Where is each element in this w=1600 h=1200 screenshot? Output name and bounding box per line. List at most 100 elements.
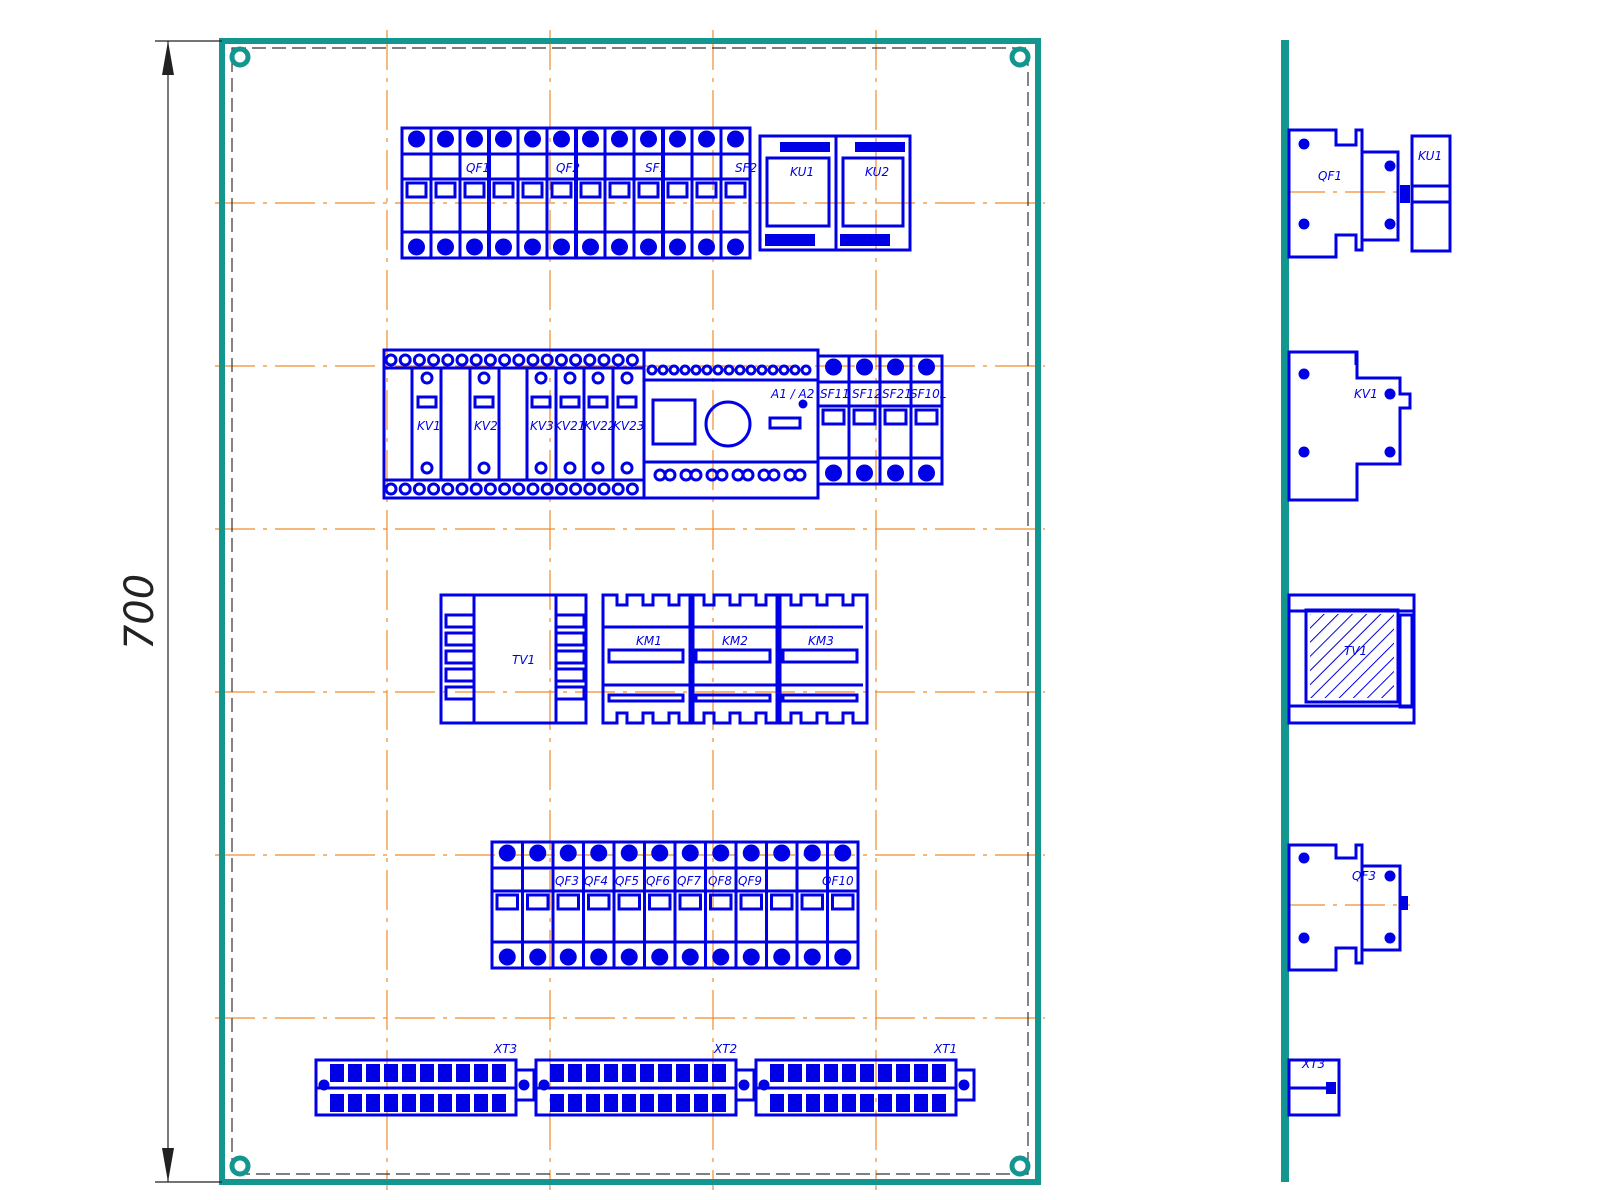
- toggle-lever: [821, 408, 846, 426]
- terminal-icon: [679, 364, 691, 376]
- label-kv2: KV2: [474, 419, 498, 433]
- terminal-screw-icon: [582, 238, 599, 256]
- relay-indicator: [530, 395, 552, 409]
- terminal-icon: [498, 353, 512, 367]
- terminal-icon: [663, 468, 677, 482]
- breaker-pole-row4[interactable]: [765, 840, 799, 970]
- mount-hole-icon: [1009, 1155, 1031, 1177]
- terminal-icon: [625, 482, 639, 496]
- breaker-pole-row4[interactable]: [521, 840, 555, 970]
- terminal-icon: [767, 364, 779, 376]
- terminal-block-xt1[interactable]: [754, 1058, 976, 1117]
- terminal-icon: [526, 482, 540, 496]
- transformer-fin: [554, 667, 586, 683]
- breaker-pole-row4[interactable]: [826, 840, 860, 970]
- terminal-icon: [540, 353, 554, 367]
- contactor-bar: [607, 693, 685, 703]
- breaker-pole-row1[interactable]: [487, 126, 520, 260]
- terminal-icon: [620, 461, 634, 475]
- label-qf1: QF1: [466, 161, 490, 175]
- terminal-screw-icon: [498, 844, 516, 862]
- relay-ku2[interactable]: [834, 134, 912, 252]
- axis-grid: [215, 30, 1410, 1190]
- terminal-clamp-icon: [896, 1064, 910, 1082]
- breaker-pole-row1[interactable]: [719, 126, 752, 260]
- terminal-icon: [534, 371, 548, 385]
- breaker-pole-row1[interactable]: [632, 126, 665, 260]
- breaker-pole-row1[interactable]: [545, 126, 578, 260]
- breaker-pole-row1[interactable]: [661, 126, 694, 260]
- label-sf1: SF1: [645, 161, 667, 175]
- breaker-pole-row4[interactable]: [734, 840, 768, 970]
- terminal-icon: [715, 468, 729, 482]
- label-ku1: KU1: [790, 165, 814, 179]
- contactor-km2[interactable]: [688, 593, 782, 725]
- end-stop-screw-icon: [538, 1079, 550, 1091]
- end-stop-screw-icon: [318, 1079, 330, 1091]
- breaker-pole-row1[interactable]: [603, 126, 636, 260]
- toggle-lever: [770, 893, 794, 911]
- terminal-icon: [483, 353, 497, 367]
- terminal-icon: [701, 364, 713, 376]
- label-km3: KM3: [808, 634, 834, 648]
- terminal-screw-icon: [856, 358, 873, 376]
- controller-a1-a2[interactable]: [642, 348, 820, 500]
- breaker-pole-sf[interactable]: [878, 354, 913, 486]
- terminal-clamp-icon: [456, 1064, 470, 1082]
- mounting-plate: [219, 38, 1041, 1185]
- terminal-clamp-icon: [770, 1064, 784, 1082]
- terminal-clamp-icon: [914, 1094, 928, 1112]
- breaker-pole-row4[interactable]: [673, 840, 707, 970]
- label-a1-a2: A1 / A2: [770, 387, 814, 401]
- breaker-pole-sf[interactable]: [909, 354, 944, 486]
- breaker-pole-row4[interactable]: [795, 840, 829, 970]
- terminal-icon: [723, 364, 735, 376]
- terminal-icon: [441, 482, 455, 496]
- label-qf3: QF3: [555, 874, 579, 888]
- breaker-pole-sf[interactable]: [816, 354, 851, 486]
- terminal-clamp-icon: [640, 1064, 654, 1082]
- terminal-icon: [498, 482, 512, 496]
- terminal-icon: [477, 461, 491, 475]
- terminal-icon: [512, 482, 526, 496]
- terminal-clamp-icon: [770, 1094, 784, 1112]
- end-stop: [954, 1068, 976, 1102]
- breaker-pole-row1[interactable]: [690, 126, 723, 260]
- side-label-tv1: TV1: [1344, 644, 1367, 658]
- terminal-icon: [398, 353, 412, 367]
- breaker-pole-row4[interactable]: [704, 840, 738, 970]
- contactor-km1[interactable]: [601, 593, 695, 725]
- transformer-fins: [444, 613, 586, 701]
- contactor-km3[interactable]: [775, 593, 869, 725]
- terminal-block-xt2[interactable]: [534, 1058, 756, 1117]
- breaker-pole-row4[interactable]: [582, 840, 616, 970]
- breaker-pole-row4[interactable]: [490, 840, 524, 970]
- breaker-pole-row4[interactable]: [551, 840, 585, 970]
- breaker-pole-row1[interactable]: [574, 126, 607, 260]
- label-kv23: KV23: [613, 419, 644, 433]
- terminal-screw-icon: [918, 358, 935, 376]
- contactor-bar: [607, 648, 685, 664]
- terminal-icon: [689, 468, 703, 482]
- terminal-screw-icon: [803, 844, 821, 862]
- terminal-clamp-icon: [550, 1094, 564, 1112]
- breaker-pole-row4[interactable]: [612, 840, 646, 970]
- row-breakers-bottom: [490, 840, 860, 970]
- terminal-clamp-icon: [438, 1094, 452, 1112]
- terminal-icon: [620, 371, 634, 385]
- breaker-pole-row4[interactable]: [643, 840, 677, 970]
- terminal-screw-icon: [918, 464, 935, 482]
- relay-ku1[interactable]: [758, 134, 838, 252]
- terminal-screw-icon: [466, 238, 483, 256]
- breaker-pole-row1[interactable]: [400, 126, 433, 260]
- toggle-lever: [405, 181, 428, 199]
- breaker-pole-sf[interactable]: [847, 354, 882, 486]
- terminal-clamp-icon: [806, 1064, 820, 1082]
- breaker-pole-row1[interactable]: [429, 126, 462, 260]
- terminal-screw-icon: [773, 844, 791, 862]
- terminal-icon: [745, 364, 757, 376]
- breaker-pole-row1[interactable]: [458, 126, 491, 260]
- terminal-block-xt3[interactable]: [314, 1058, 536, 1117]
- terminal-clamp-icon: [402, 1064, 416, 1082]
- breaker-pole-row1[interactable]: [516, 126, 549, 260]
